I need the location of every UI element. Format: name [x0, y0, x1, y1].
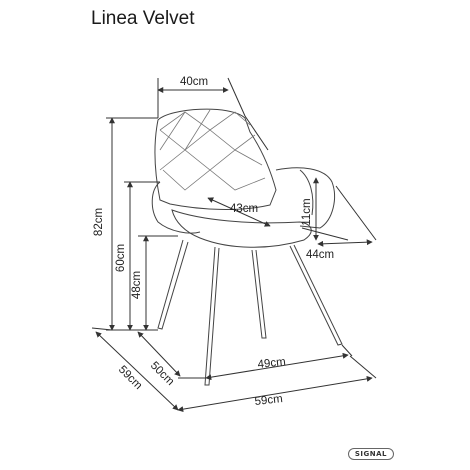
dim-top-width: 40cm: [157, 76, 269, 151]
dim-arm-depth: 44cm: [301, 185, 377, 261]
dim-seat-depth: 43cm: [207, 197, 271, 227]
dim-armrest-floor-height: 60cm: [115, 181, 160, 331]
label-armrest-floor-height: 60cm: [115, 244, 127, 272]
label-arm-depth: 44cm: [306, 249, 334, 261]
dim-total-height: 82cm: [93, 117, 158, 331]
label-top-width: 40cm: [180, 76, 208, 88]
dim-seat-height: 48cm: [131, 235, 178, 331]
dim-leg-width: 49cm: [205, 344, 353, 381]
product-title: Linea Velvet: [91, 8, 195, 29]
brand-logo: SIGNAL: [347, 448, 394, 460]
label-armrest-height: 11cm: [301, 198, 313, 225]
dim-leg-depth: 50cm: [137, 331, 205, 388]
label-leg-depth: 50cm: [148, 360, 176, 388]
label-front-width: 59cm: [254, 393, 283, 408]
dim-front-width: 59cm: [177, 355, 377, 413]
label-seat-height: 48cm: [131, 271, 143, 299]
dim-armrest-height: 11cm: [301, 177, 319, 241]
label-seat-depth: 43cm: [230, 203, 258, 215]
label-total-height: 82cm: [93, 208, 105, 236]
label-side-depth: 59cm: [116, 364, 144, 392]
chair-drawing: [151, 108, 343, 386]
label-leg-width: 49cm: [257, 356, 286, 371]
